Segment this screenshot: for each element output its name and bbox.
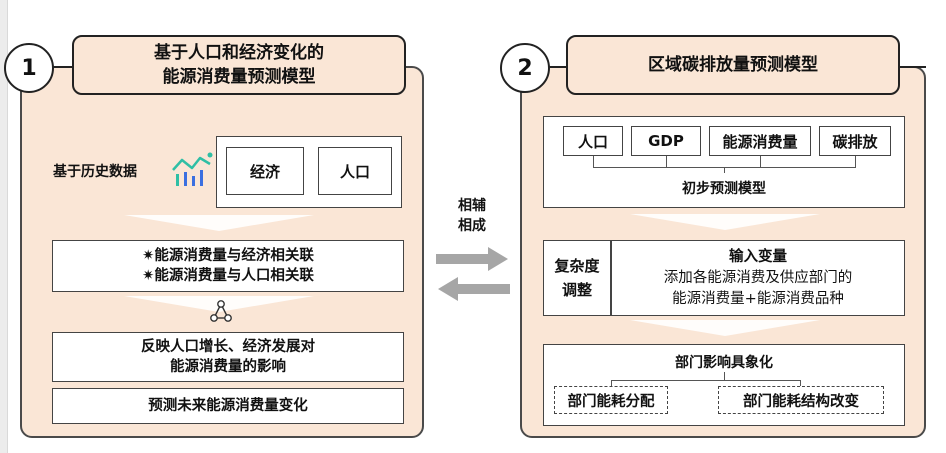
sector-energy-allocation: 部门能耗分配 bbox=[554, 386, 668, 414]
connector-line bbox=[593, 156, 594, 168]
left-panel-title: 基于人口和经济变化的 能源消费量预测模型 bbox=[72, 35, 406, 95]
predict-box: 预测未来能源消费量变化 bbox=[52, 388, 404, 424]
factor-population: 人口 bbox=[318, 147, 392, 195]
right-title-text: 区域碳排放量预测模型 bbox=[648, 55, 818, 75]
input-variable-box: 输入变量 添加各能源消费及供应部门的 能源消费量+能源消费品种 bbox=[611, 240, 905, 316]
step-number-1: 1 bbox=[4, 43, 54, 93]
connector-line bbox=[666, 156, 667, 168]
left-title-line1: 基于人口和经济变化的 bbox=[154, 43, 324, 63]
mutual-label-line2: 相成 bbox=[458, 218, 486, 234]
initial-model-label: 初步预测模型 bbox=[682, 181, 766, 197]
trend-chart-icon bbox=[170, 150, 214, 188]
left-title-connector bbox=[52, 66, 74, 68]
sector-title: 部门影响具象化 bbox=[675, 355, 773, 371]
connector-line bbox=[724, 167, 725, 173]
arrow-left-icon bbox=[436, 276, 510, 302]
connector-line bbox=[611, 380, 801, 381]
flow-triangle bbox=[630, 320, 820, 336]
flow-triangle bbox=[630, 214, 820, 230]
input-variable-line1: 添加各能源消费及供应部门的 bbox=[663, 269, 853, 286]
input-gdp: GDP bbox=[631, 126, 701, 156]
mutual-label-line1: 相辅 bbox=[458, 198, 486, 214]
connector-line bbox=[760, 156, 761, 168]
connector-line bbox=[724, 372, 725, 380]
factor-economy: 经济 bbox=[226, 147, 304, 195]
history-data-label: 基于历史数据 bbox=[53, 164, 137, 180]
correlation-box: ✷能源消费量与经济相关联 ✷能源消费量与人口相关联 bbox=[52, 240, 404, 292]
arrow-right-icon bbox=[436, 246, 510, 272]
step-number-2: 2 bbox=[500, 43, 550, 93]
left-title-line2: 能源消费量预测模型 bbox=[162, 67, 316, 87]
reflect-impact-box: 反映人口增长、经济发展对 能源消费量的影响 bbox=[52, 332, 404, 382]
right-title-connector bbox=[550, 66, 572, 68]
input-population: 人口 bbox=[563, 126, 623, 156]
input-carbon-emission: 碳排放 bbox=[819, 126, 891, 156]
connector-line bbox=[800, 380, 801, 386]
mutual-label: 相辅 相成 bbox=[452, 196, 492, 236]
correlation-economy: ✷能源消费量与经济相关联 bbox=[142, 248, 314, 264]
connector-line bbox=[855, 156, 856, 168]
sector-energy-structure-change: 部门能耗结构改变 bbox=[718, 386, 884, 414]
flow-triangle bbox=[124, 215, 314, 231]
complexity-line1: 复杂度 bbox=[554, 257, 600, 275]
complexity-adjust-box: 复杂度 调整 bbox=[543, 240, 611, 316]
correlation-population: ✷能源消费量与人口相关联 bbox=[142, 268, 314, 284]
network-nodes-icon bbox=[208, 298, 234, 324]
right-title-connector-end bbox=[900, 66, 926, 68]
reflect-line1: 反映人口增长、经济发展对 bbox=[141, 339, 315, 355]
input-variable-line2: 能源消费量+能源消费品种 bbox=[672, 290, 844, 307]
right-panel-title: 区域碳排放量预测模型 bbox=[566, 35, 900, 95]
input-energy-consumption: 能源消费量 bbox=[709, 126, 811, 156]
reflect-line2: 能源消费量的影响 bbox=[170, 359, 286, 375]
window-edge bbox=[0, 0, 8, 453]
input-variable-title: 输入变量 bbox=[729, 248, 787, 265]
complexity-line2: 调整 bbox=[561, 281, 592, 299]
connector-line bbox=[611, 380, 612, 386]
predict-text: 预测未来能源消费量变化 bbox=[148, 398, 308, 414]
